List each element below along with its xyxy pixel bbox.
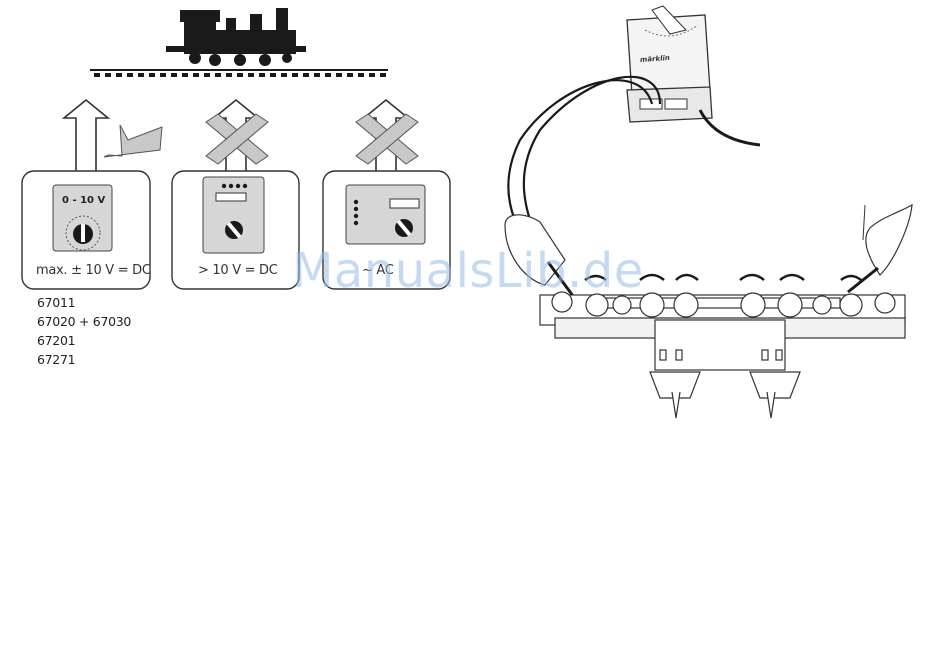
speed-dial-icon	[395, 219, 413, 237]
panel-1-label: max. ± 10 V = DC	[36, 263, 151, 278]
list-item: 67011	[37, 293, 131, 312]
chassis-drawing	[540, 292, 905, 418]
list-item: 67271	[37, 350, 131, 369]
hand-right-icon	[863, 205, 912, 275]
speed-dial-icon	[225, 221, 243, 239]
list-item: 67020 + 67030	[37, 312, 131, 331]
transformer-device	[627, 6, 760, 145]
model-number-list: 67011 67020 + 67030 67201 67271	[37, 293, 131, 369]
locomotive-icon	[166, 8, 306, 66]
watermark: ManualsLib.de	[292, 243, 644, 299]
dial-range-label: 0 - 10 V	[62, 195, 105, 206]
panel-2-label: > 10 V = DC	[198, 263, 278, 278]
track-icon	[90, 70, 388, 75]
list-item: 67201	[37, 331, 131, 350]
panel-dc-over-not-allowed	[172, 100, 299, 289]
